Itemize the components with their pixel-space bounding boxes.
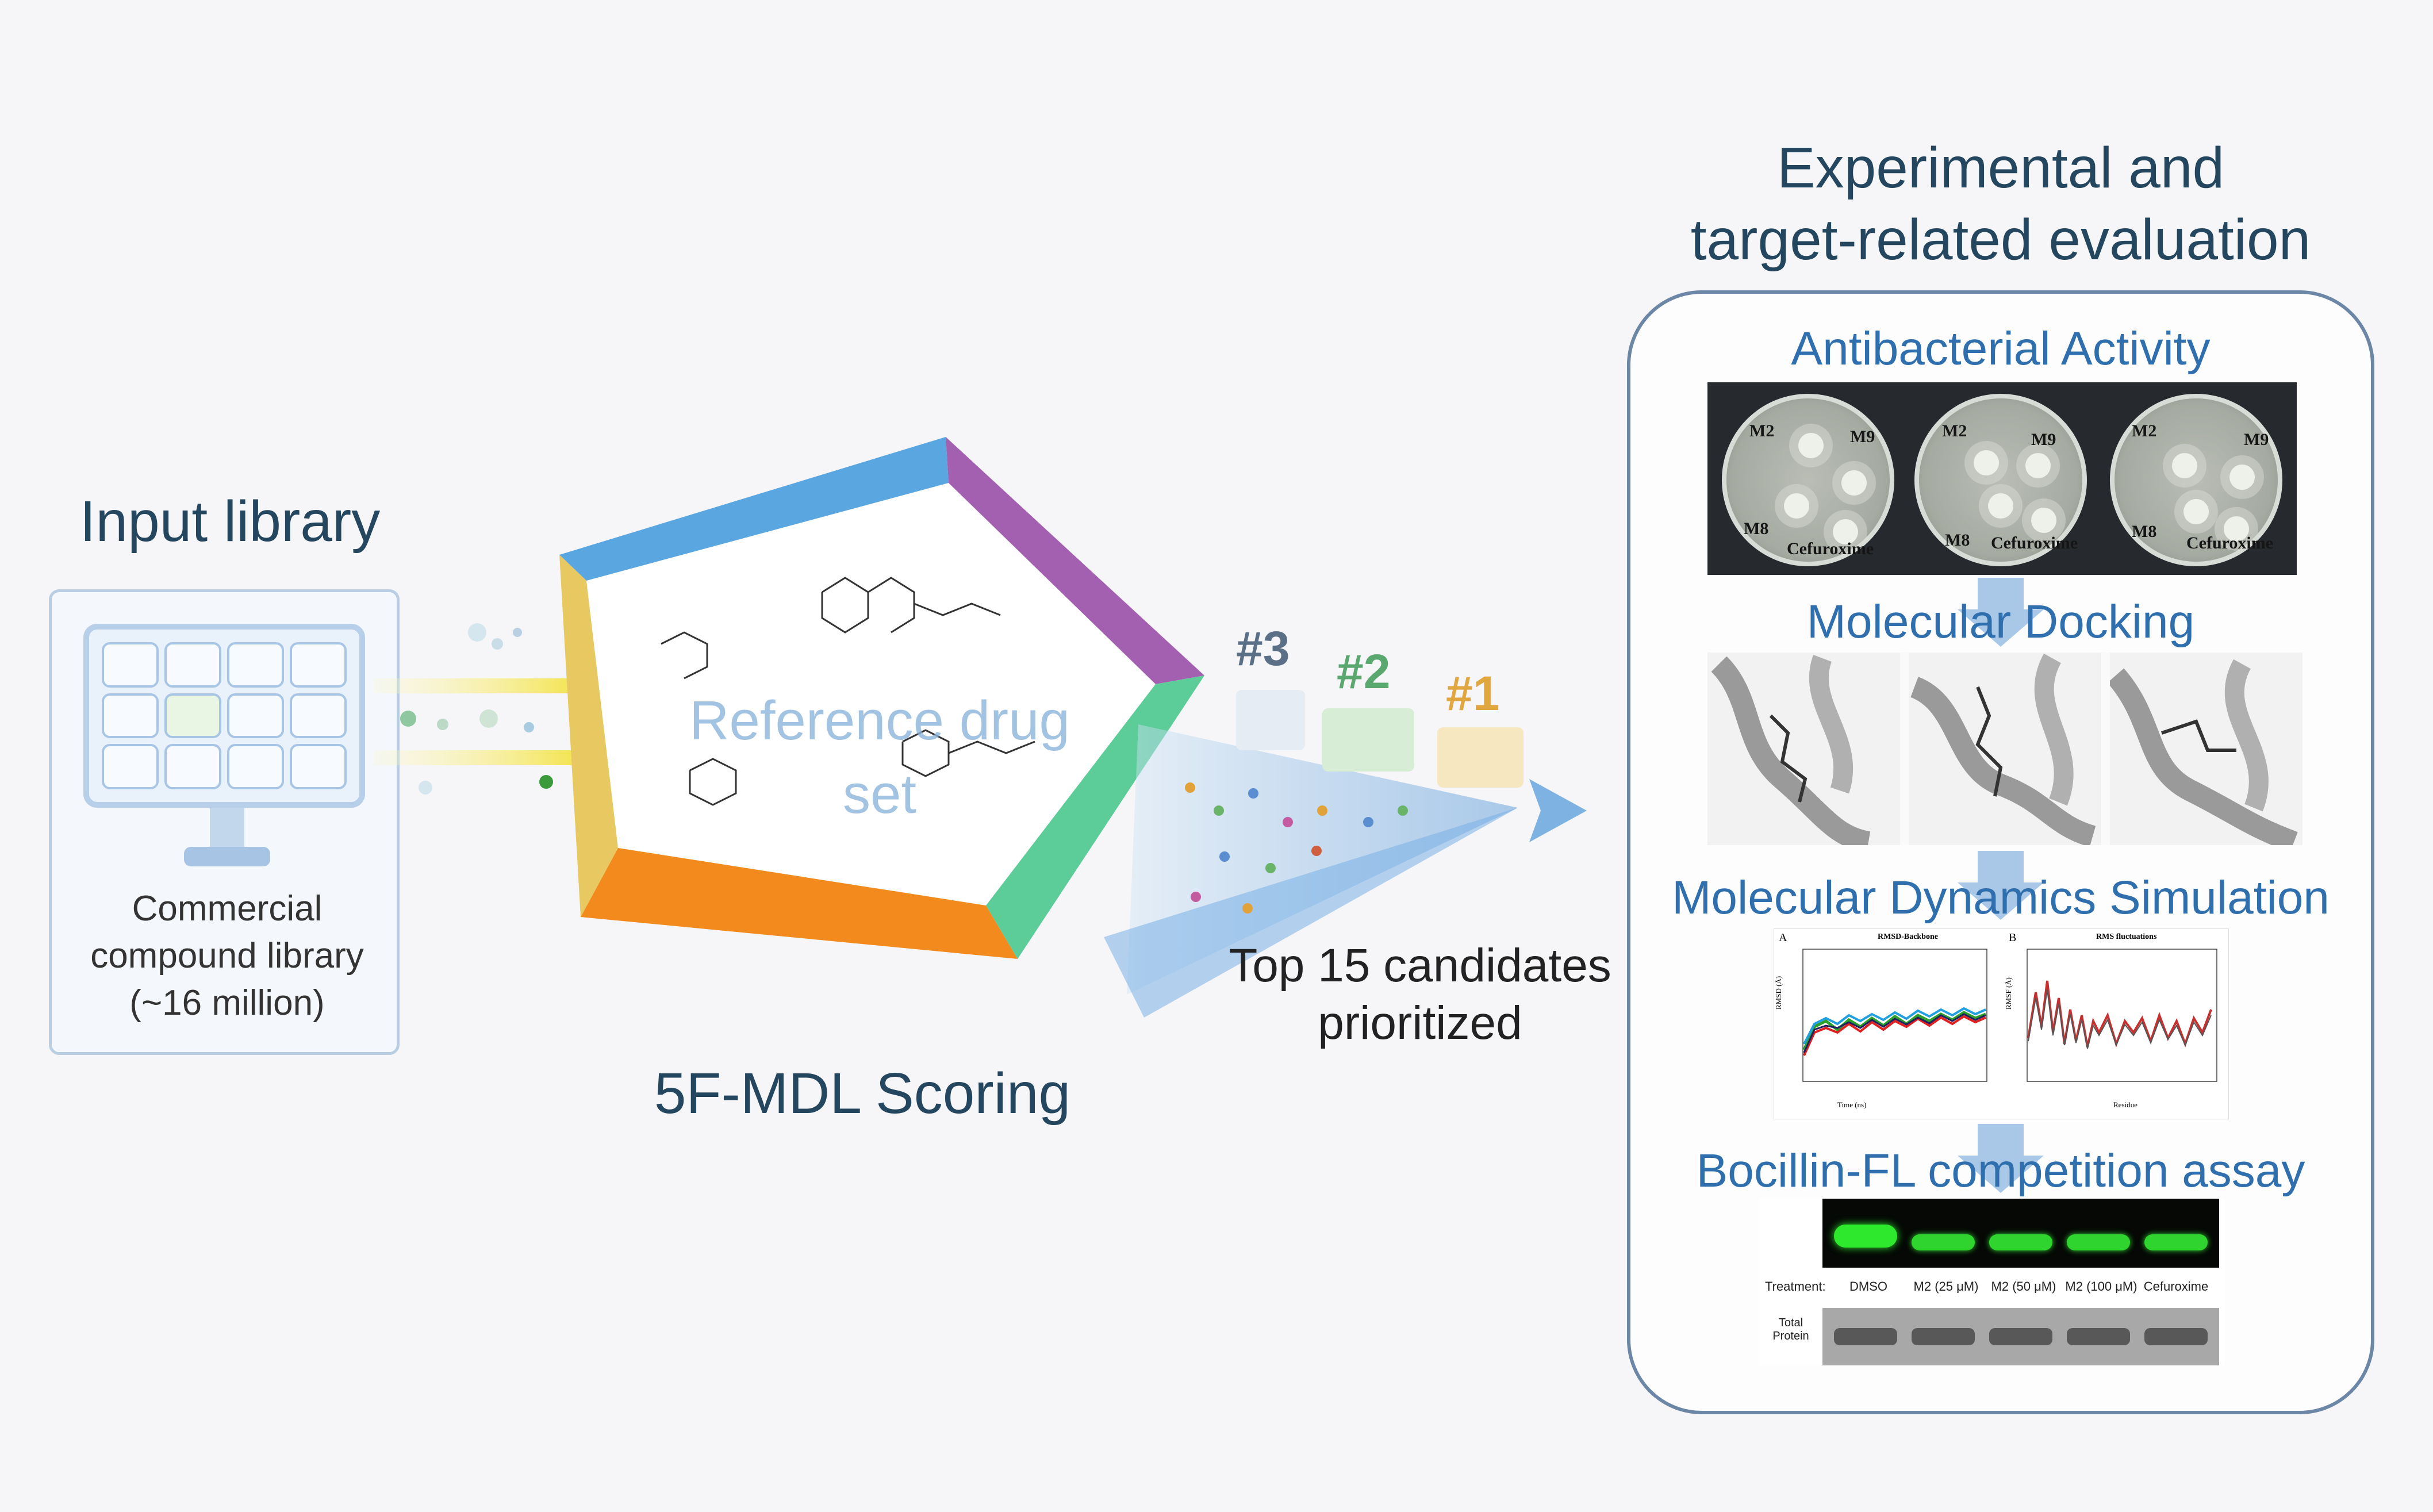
compound-cell bbox=[290, 642, 347, 688]
petri-plate: M2 M9 M8 Cefuroxime bbox=[1914, 394, 2087, 566]
rank-1-molecule-icon bbox=[1437, 727, 1523, 788]
molecule-sketch-icon bbox=[661, 577, 1035, 806]
docking-pose-image bbox=[1909, 653, 2101, 845]
rank-3-label: #3 bbox=[1236, 621, 1290, 676]
lane-label: M2 (100 μM) bbox=[2065, 1279, 2137, 1294]
rmsd-ylabel: RMSD (Å) bbox=[1774, 976, 1783, 1010]
rank-2-molecule-icon bbox=[1322, 708, 1414, 772]
total-protein-label: Total Protein bbox=[1772, 1317, 1809, 1342]
gel-panel: Treatment: DMSO M2 (25 μM) M2 (50 μM) M2… bbox=[1759, 1199, 2225, 1365]
compound-cell bbox=[102, 642, 159, 688]
lane-label: M2 (25 μM) bbox=[1913, 1279, 1979, 1294]
compound-cell bbox=[164, 693, 221, 739]
compound-grid bbox=[102, 642, 347, 789]
rank-2-label: #2 bbox=[1337, 644, 1391, 699]
reference-drug-set-label: Reference drug set bbox=[689, 690, 1070, 825]
md-panel-a-letter: A bbox=[1779, 931, 1787, 944]
petri-plate: M2 M9 M8 Cefuroxime bbox=[2110, 394, 2282, 566]
compound-cell bbox=[227, 693, 284, 739]
lane-label: Cefuroxime bbox=[2143, 1279, 2209, 1294]
bocillin-title: Bocillin-FL competition assay bbox=[1696, 1145, 2305, 1197]
docking-title: Molecular Docking bbox=[1806, 596, 2195, 648]
md-panel-b-letter: B bbox=[2009, 931, 2017, 944]
rmsf-plot-title: RMS fluctuations bbox=[2096, 932, 2157, 941]
monitor-screen bbox=[83, 624, 365, 808]
docking-panel bbox=[1707, 653, 2302, 845]
compound-cell bbox=[102, 744, 159, 789]
fluorescent-gel bbox=[1822, 1199, 2219, 1268]
treatment-label: Treatment: bbox=[1765, 1279, 1826, 1294]
rmsf-ylabel: RMSF (Å) bbox=[2004, 977, 2013, 1010]
flow-arrow-down-icon bbox=[1958, 1124, 2044, 1193]
compound-cell bbox=[290, 693, 347, 739]
candidate-funnel-graphic bbox=[1104, 724, 1587, 1018]
compound-cell bbox=[227, 642, 284, 688]
pentagon-edge-yellow bbox=[559, 555, 618, 917]
docking-pose-image bbox=[1707, 653, 1900, 845]
lane-label: M2 (50 μM) bbox=[1991, 1279, 2056, 1294]
petri-plate: M2 M9 M8 Cefuroxime bbox=[1722, 394, 1894, 566]
rank-3-molecule-icon bbox=[1236, 690, 1305, 750]
input-library-title: Input library bbox=[79, 489, 381, 554]
rank-1-label: #1 bbox=[1446, 666, 1500, 720]
flow-arrow-down-icon bbox=[1958, 851, 2044, 920]
total-protein-gel bbox=[1822, 1308, 2219, 1365]
compound-cell bbox=[227, 744, 284, 789]
rmsf-xlabel: Residue bbox=[2113, 1100, 2137, 1109]
rmsd-xlabel: Time (ns) bbox=[1837, 1100, 1867, 1109]
lane-label: DMSO bbox=[1849, 1279, 1887, 1294]
top-candidates-label: Top 15 candidates prioritized bbox=[1229, 939, 1611, 1049]
candidate-molecules bbox=[1185, 782, 1408, 914]
input-flow-arrows bbox=[374, 623, 595, 795]
evaluation-title: Experimental and target-related evaluati… bbox=[1690, 136, 2311, 272]
compound-cell bbox=[102, 693, 159, 739]
md-title: Molecular Dynamics Simulation bbox=[1672, 872, 2330, 924]
pentagon-scoring-graphic bbox=[559, 437, 1204, 959]
scoring-label: 5F-MDL Scoring bbox=[654, 1061, 1071, 1126]
antibacterial-title: Antibacterial Activity bbox=[1791, 323, 2211, 375]
compound-cell bbox=[290, 744, 347, 789]
monitor-stand-icon bbox=[184, 808, 270, 866]
md-plot-panel: A RMSD-Backbone Time (ns) RMSD (Å) B RMS… bbox=[1774, 928, 2229, 1119]
library-caption: Commercial compound library (~16 million… bbox=[90, 889, 364, 1023]
flow-arrow-down-icon bbox=[1958, 578, 2044, 647]
rmsf-plot bbox=[2027, 949, 2217, 1082]
monitor-card: Commercial compound library (~16 million… bbox=[49, 589, 400, 1055]
pentagon-edge-blue bbox=[559, 437, 949, 581]
rmsd-plot-title: RMSD-Backbone bbox=[1878, 932, 1939, 941]
docking-pose-image bbox=[2110, 653, 2302, 845]
petri-plate-panel: M2 M9 M8 Cefuroxime M2 M9 M8 Cefuroxime … bbox=[1707, 382, 2297, 575]
compound-cell bbox=[164, 642, 221, 688]
pentagon-edge-purple bbox=[946, 437, 1204, 684]
compound-cell bbox=[164, 744, 221, 789]
pentagon-edge-orange bbox=[581, 848, 1018, 959]
rmsd-plot bbox=[1802, 949, 1987, 1082]
